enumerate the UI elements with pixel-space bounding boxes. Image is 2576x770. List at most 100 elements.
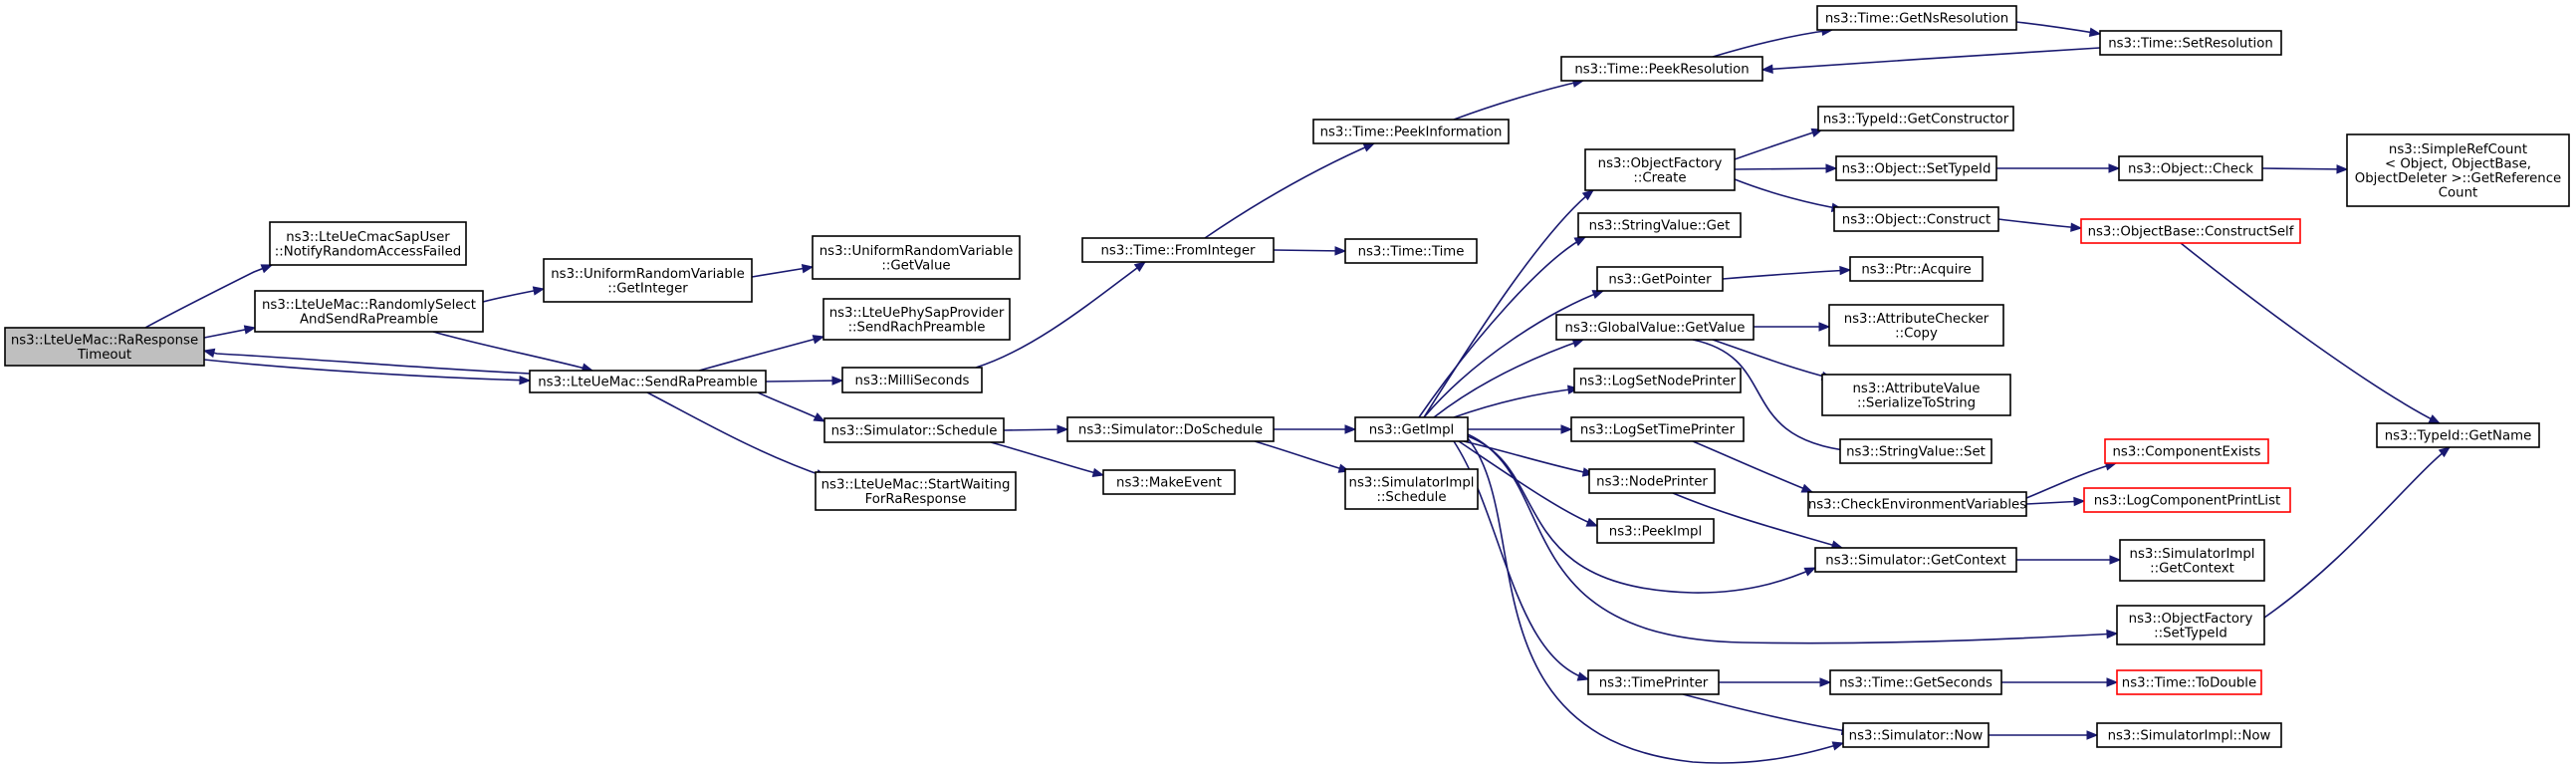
edge-getimpl-to-objfactcreate (1423, 189, 1595, 418)
node-notifyfail[interactable]: ns3::LteUeCmacSapUser::NotifyRandomAcces… (269, 221, 467, 266)
node-box (1596, 266, 1724, 292)
node-simgetctx[interactable]: ns3::Simulator::GetContext (1814, 547, 2017, 573)
node-label: ::Schedule (1376, 490, 1446, 505)
node-getpointer[interactable]: ns3::GetPointer (1596, 266, 1724, 292)
edge-line (2015, 21, 2101, 35)
edge-arrowhead (2438, 446, 2452, 458)
node-objcheck[interactable]: ns3::Object::Check (2118, 155, 2263, 181)
node-timegetsec[interactable]: ns3::Time::GetSeconds (1829, 669, 2002, 695)
node-strvalget[interactable]: ns3::StringValue::Get (1577, 212, 1742, 238)
edge-line (2261, 167, 2348, 170)
node-label: ns3::GetImpl (1369, 423, 1454, 438)
node-simimplctx[interactable]: ns3::SimulatorImpl::GetContext (2119, 539, 2265, 582)
node-peekimpl[interactable]: ns3::PeekImpl (1596, 518, 1715, 544)
node-logcompprint[interactable]: ns3::LogComponentPrintList (2083, 487, 2291, 513)
node-randsel[interactable]: ns3::LteUeMac::RandomlySelectAndSendRaPr… (254, 290, 484, 333)
node-label: ns3::TypeId::GetConstructor (1823, 113, 2009, 128)
edge-objconstruct-to-objbaseconstruct (1997, 218, 2083, 232)
node-peekres[interactable]: ns3::Time::PeekResolution (1560, 56, 1763, 82)
node-label: ns3::ObjectFactory (2129, 612, 2253, 627)
node-sendra[interactable]: ns3::LteUeMac::SendRaPreamble (529, 370, 767, 393)
node-simimplnow[interactable]: ns3::SimulatorImpl::Now (2096, 722, 2282, 748)
node-attrvalser[interactable]: ns3::AttributeValue::SerializeToString (1821, 374, 2011, 416)
node-box (841, 367, 983, 393)
node-label: ns3::LteUePhySapProvider (829, 306, 1005, 321)
node-strvalset[interactable]: ns3::StringValue::Set (1839, 438, 1992, 464)
node-label: ns3::PeekImpl (1609, 525, 1702, 540)
edge-arrowhead (260, 264, 274, 274)
node-getnsres[interactable]: ns3::Time::GetNsResolution (1816, 5, 2017, 31)
node-ptracquire[interactable]: ns3::Ptr::Acquire (1849, 256, 1984, 282)
edge-sendra-to-startwait (646, 391, 828, 479)
node-label: ns3::GlobalValue::GetValue (1565, 321, 1746, 336)
edge-arrowhead (1839, 265, 1852, 276)
node-box (254, 290, 484, 333)
node-timetime[interactable]: ns3::Time::Time (1344, 238, 1478, 264)
node-nodeprinter[interactable]: ns3::NodePrinter (1588, 468, 1716, 494)
edge-line (1734, 167, 1837, 170)
node-objbaseconstruct[interactable]: ns3::ObjectBase::ConstructSelf (2080, 218, 2301, 244)
edge-arrowhead (1760, 64, 1773, 74)
node-schedule[interactable]: ns3::Simulator::Schedule (823, 417, 1005, 443)
node-ms[interactable]: ns3::MilliSeconds (841, 367, 983, 393)
node-box (1102, 469, 1236, 495)
node-label: ns3::LogSetTimePrinter (1580, 423, 1736, 438)
edge-logsettime-to-checkenv (1692, 440, 1814, 493)
node-objfactcreate[interactable]: ns3::ObjectFactory::Create (1584, 148, 1736, 191)
node-attrcheckcopy[interactable]: ns3::AttributeChecker::Copy (1828, 304, 2004, 347)
node-getimpl[interactable]: ns3::GetImpl (1354, 416, 1469, 442)
node-typeidctor[interactable]: ns3::TypeId::GetConstructor (1817, 106, 2014, 131)
node-label: Count (2439, 185, 2478, 200)
edge-line (1712, 29, 1833, 58)
node-label: ForRaResponse (865, 492, 967, 507)
node-checkenv[interactable]: ns3::CheckEnvironmentVariables (1807, 491, 2027, 517)
node-label: ns3::Time::PeekInformation (1320, 126, 1503, 140)
node-makeevent[interactable]: ns3::MakeEvent (1102, 469, 1236, 495)
node-box (2083, 487, 2291, 513)
node-label: ns3::TypeId::GetName (2385, 429, 2532, 444)
node-box (1344, 468, 1479, 510)
node-compexists[interactable]: ns3::ComponentExists (2104, 438, 2269, 464)
node-box (2116, 605, 2265, 645)
edge-arrowhead (812, 335, 825, 345)
node-setres[interactable]: ns3::Time::SetResolution (2099, 30, 2282, 56)
node-logsetnode[interactable]: ns3::LogSetNodePrinter (1573, 368, 1742, 393)
node-typeidgetname[interactable]: ns3::TypeId::GetName (2376, 422, 2540, 448)
node-timetodouble[interactable]: ns3::Time::ToDouble (2116, 669, 2262, 695)
node-box (2346, 133, 2570, 207)
edge-line (2263, 446, 2451, 619)
node-simplerefcount[interactable]: ns3::SimpleRefCount< Object, ObjectBase,… (2346, 133, 2570, 207)
node-box (1833, 206, 1999, 232)
node-box (1066, 416, 1275, 442)
node-simimplsched[interactable]: ns3::SimulatorImpl::Schedule (1344, 468, 1479, 510)
edge-line (432, 331, 593, 372)
node-objconstruct[interactable]: ns3::Object::Construct (1833, 206, 1999, 232)
edge-randsel-to-sendra (432, 331, 594, 373)
edge-arrowhead (2070, 222, 2083, 232)
node-objfactsettype[interactable]: ns3::ObjectFactory::SetTypeId (2116, 605, 2265, 645)
node-simnow[interactable]: ns3::Simulator::Now (1842, 722, 1990, 748)
node-urvval[interactable]: ns3::UniformRandomVariable::GetValue (812, 235, 1021, 280)
node-gvgetvalue[interactable]: ns3::GlobalValue::GetValue (1555, 314, 1755, 341)
edge-line (757, 391, 825, 422)
node-box (1344, 238, 1478, 264)
node-logsettime[interactable]: ns3::LogSetTimePrinter (1570, 416, 1745, 442)
node-objsettypeid[interactable]: ns3::Object::SetTypeId (1835, 155, 1997, 181)
edge-arrowhead (1560, 424, 1573, 434)
node-label: ::GetContext (2150, 561, 2234, 576)
node-urvint[interactable]: ns3::UniformRandomVariable::GetInteger (543, 258, 753, 303)
node-label: ns3::TimePrinter (1599, 676, 1709, 691)
node-label: ns3::AttributeValue (1852, 382, 1980, 396)
node-peekinfo[interactable]: ns3::Time::PeekInformation (1312, 119, 1510, 144)
node-doschedule[interactable]: ns3::Simulator::DoSchedule (1066, 416, 1275, 442)
node-fromint[interactable]: ns3::Time::FromInteger (1081, 237, 1275, 263)
node-rach[interactable]: ns3::LteUePhySapProvider::SendRachPreamb… (822, 298, 1011, 341)
node-label: Timeout (77, 348, 131, 363)
node-box (2104, 438, 2269, 464)
node-label: ns3::LteUeMac::RaResponse (11, 333, 198, 348)
node-label: ::Copy (1895, 326, 1938, 341)
node-timeprinter[interactable]: ns3::TimePrinter (1587, 669, 1720, 695)
